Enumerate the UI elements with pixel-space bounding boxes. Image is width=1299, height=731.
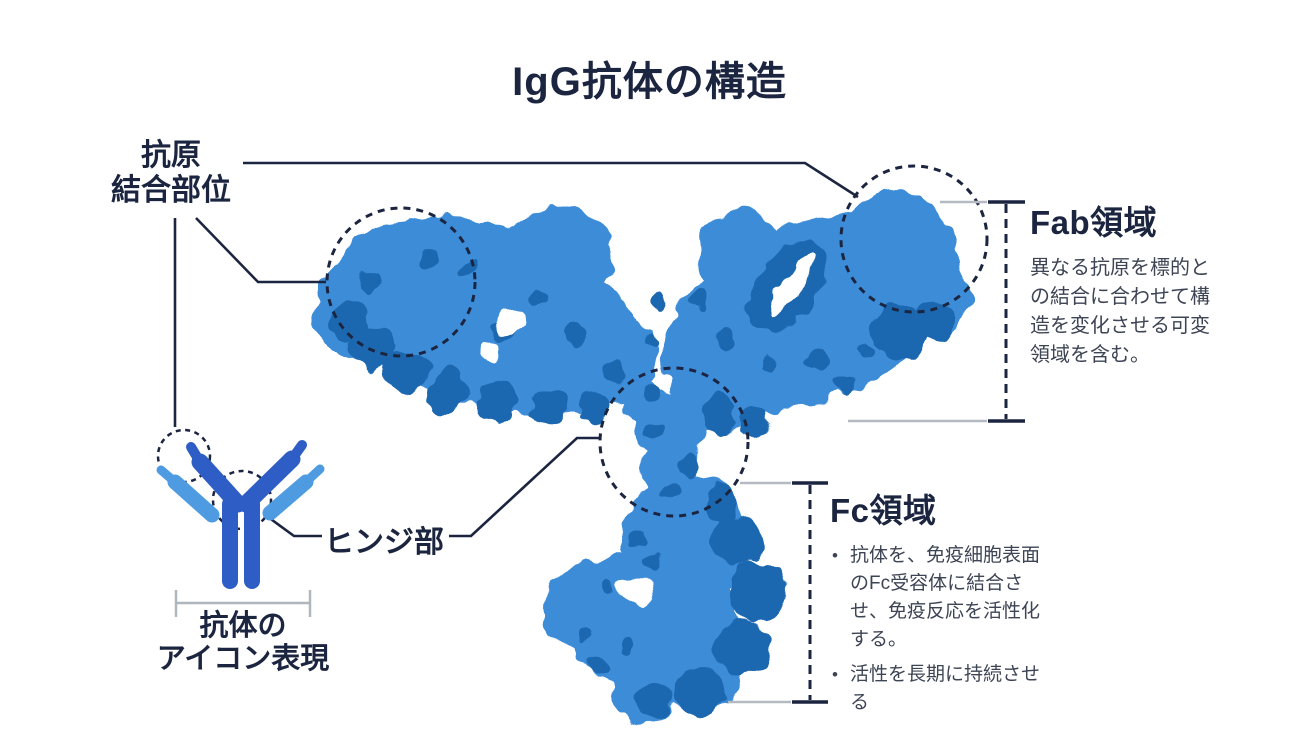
hinge-region-circle <box>598 366 750 518</box>
page-title: IgG抗体の構造 <box>512 59 787 104</box>
antigen-to-left-circle-line <box>195 217 326 284</box>
fab-callout: Fab領域 異なる抗原を標的との結合に合わせて構造を変化させる可変領域を含む。 <box>1030 196 1240 370</box>
fab-heading: Fab領域 <box>1030 204 1158 241</box>
icon-light-chains <box>156 464 325 523</box>
molecule-holes <box>483 256 813 605</box>
label-antigen-line2: 結合部位 <box>111 174 231 207</box>
icon-width-bracket <box>174 590 312 617</box>
fc-bullet-list: 抗体を、免疫細胞表面のFc受容体に結合させ、免疫反応を活性化する。 活性を長期に… <box>830 542 1048 717</box>
igg-molecule-illustration <box>314 193 970 723</box>
right-binding-site-circle <box>839 164 989 314</box>
icon-heavy-chains <box>186 440 307 589</box>
leader-lines <box>173 161 859 538</box>
label-hinge: ヒンジ部 <box>324 526 444 559</box>
fc-callout: Fc領域 抗体を、免疫細胞表面のFc受容体に結合させ、免疫反応を活性化する。 活… <box>830 484 1070 724</box>
icon-caption-line1: 抗体の <box>199 610 287 642</box>
antigen-to-right-circle-line <box>243 161 859 199</box>
left-binding-site-circle <box>325 206 477 358</box>
label-antigen-line1: 抗原 <box>141 139 201 172</box>
icon-caption-line2: アイコン表現 <box>156 643 330 675</box>
label-antigen-binding-site: 抗原 結合部位 <box>91 138 251 208</box>
hinge-left-line <box>267 515 322 538</box>
label-icon-caption: 抗体の アイコン表現 <box>153 610 333 676</box>
fc-measure <box>728 481 828 704</box>
fab-measure <box>848 200 1025 423</box>
icon-hinge-circle <box>211 469 273 531</box>
fab-description: 異なる抗原を標的との結合に合わせて構造を変化させる可変領域を含む。 <box>1030 257 1210 366</box>
fc-bullet-1: 抗体を、免疫細胞表面のFc受容体に結合させ、免疫反応を活性化する。 <box>830 542 1048 654</box>
fc-bullet-2: 活性を長期に持続させる <box>830 661 1048 717</box>
hinge-right-line <box>449 436 599 538</box>
fc-heading: Fc領域 <box>830 492 937 529</box>
antibody-y-icon <box>156 440 325 589</box>
